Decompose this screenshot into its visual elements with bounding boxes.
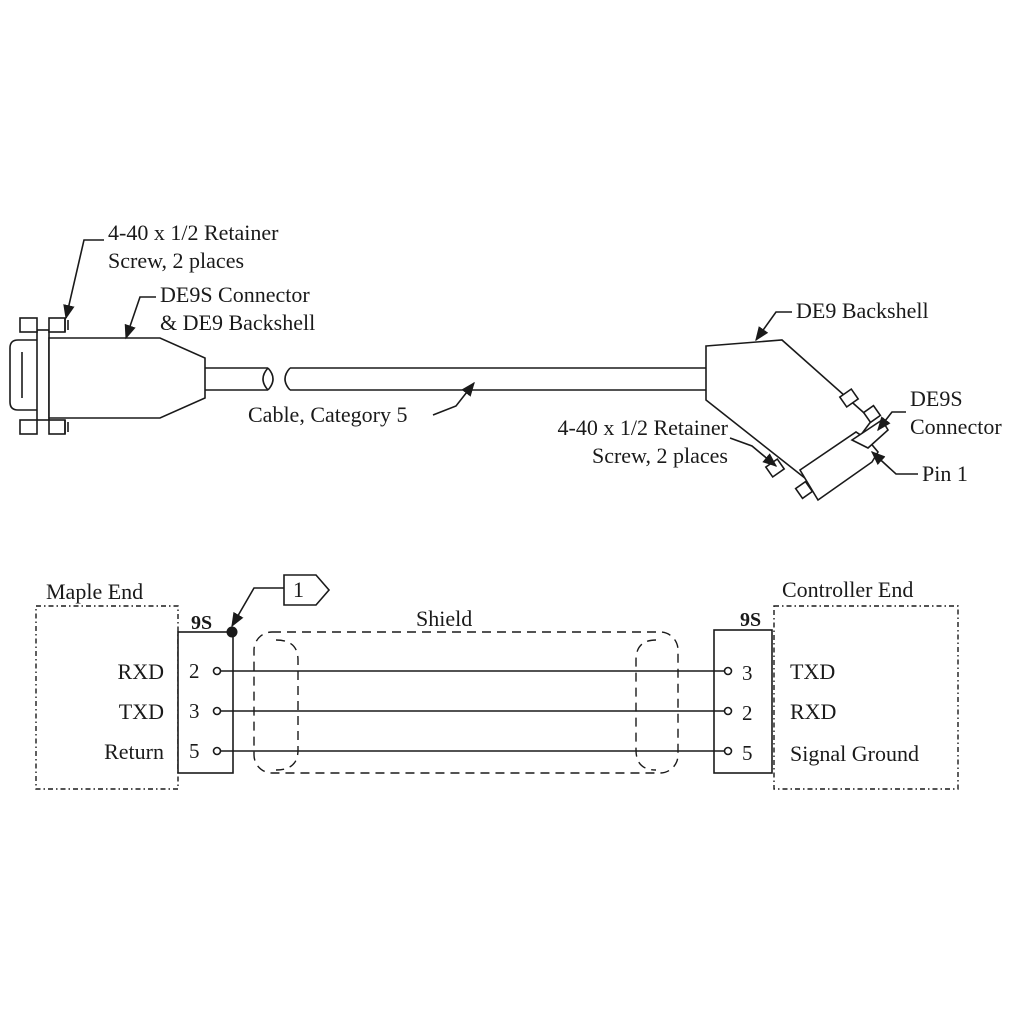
maple-pin-3: 5 [189, 739, 200, 763]
left-screw-label-line2: Screw, 2 places [108, 248, 244, 273]
left-connector-assembly [9, 317, 206, 435]
maple-signal-2: TXD [119, 699, 164, 724]
left-connector-label-line2: & DE9 Backshell [160, 310, 315, 335]
shield [253, 631, 679, 774]
left-backshell [48, 337, 206, 419]
left-connector-face [9, 339, 37, 411]
maple-pin-1: 2 [189, 659, 200, 683]
right-connector-label-line1: DE9S [910, 386, 963, 411]
mechanical-leaders [63, 239, 918, 475]
controller-pin-1: 3 [742, 661, 753, 685]
note-leader [231, 587, 284, 628]
controller-pin-2: 2 [742, 701, 753, 725]
maple-end-title: Maple End [46, 579, 143, 604]
controller-end-title: Controller End [782, 577, 913, 602]
cable [205, 367, 706, 391]
controller-connector-9s [713, 629, 773, 774]
controller-connector-label: 9S [740, 609, 761, 631]
maple-connector-label: 9S [191, 612, 212, 634]
left-connector-label-line1: DE9S Connector [160, 282, 310, 307]
shield-outline [253, 631, 679, 774]
maple-pin-2: 3 [189, 699, 200, 723]
left-connector-flange [36, 329, 50, 421]
controller-signal-2: RXD [790, 699, 836, 724]
controller-signal-3: Signal Ground [790, 741, 919, 766]
maple-signal-3: Return [104, 739, 164, 764]
pin1-label: Pin 1 [922, 461, 968, 486]
right-screw-label-line2: Screw, 2 places [592, 443, 728, 468]
wires [212, 666, 733, 756]
left-retainer-screw-bottom [19, 419, 69, 435]
shield-drain-dot [226, 626, 238, 638]
left-retainer-screw-top [19, 317, 69, 333]
controller-signal-1: TXD [790, 659, 835, 684]
shield-label: Shield [416, 606, 472, 631]
right-connector-assembly [705, 339, 890, 502]
right-connector-label-line2: Connector [910, 414, 1002, 439]
controller-end-box [773, 605, 959, 790]
right-backshell-label: DE9 Backshell [796, 298, 929, 323]
right-retainer-screw-top [838, 387, 882, 424]
cable-label: Cable, Category 5 [248, 402, 407, 427]
right-screw-label-line1: 4-40 x 1/2 Retainer [558, 415, 729, 440]
shield-end-right [635, 639, 657, 771]
right-retainer-screw-bottom [764, 457, 814, 500]
left-screw-label-line1: 4-40 x 1/2 Retainer [108, 220, 279, 245]
controller-pin-3: 5 [742, 741, 753, 765]
note-flag [283, 574, 331, 606]
maple-connector-9s [177, 631, 234, 774]
note-flag-number: 1 [293, 577, 304, 602]
maple-signal-1: RXD [118, 659, 164, 684]
shield-end-left [275, 639, 299, 771]
